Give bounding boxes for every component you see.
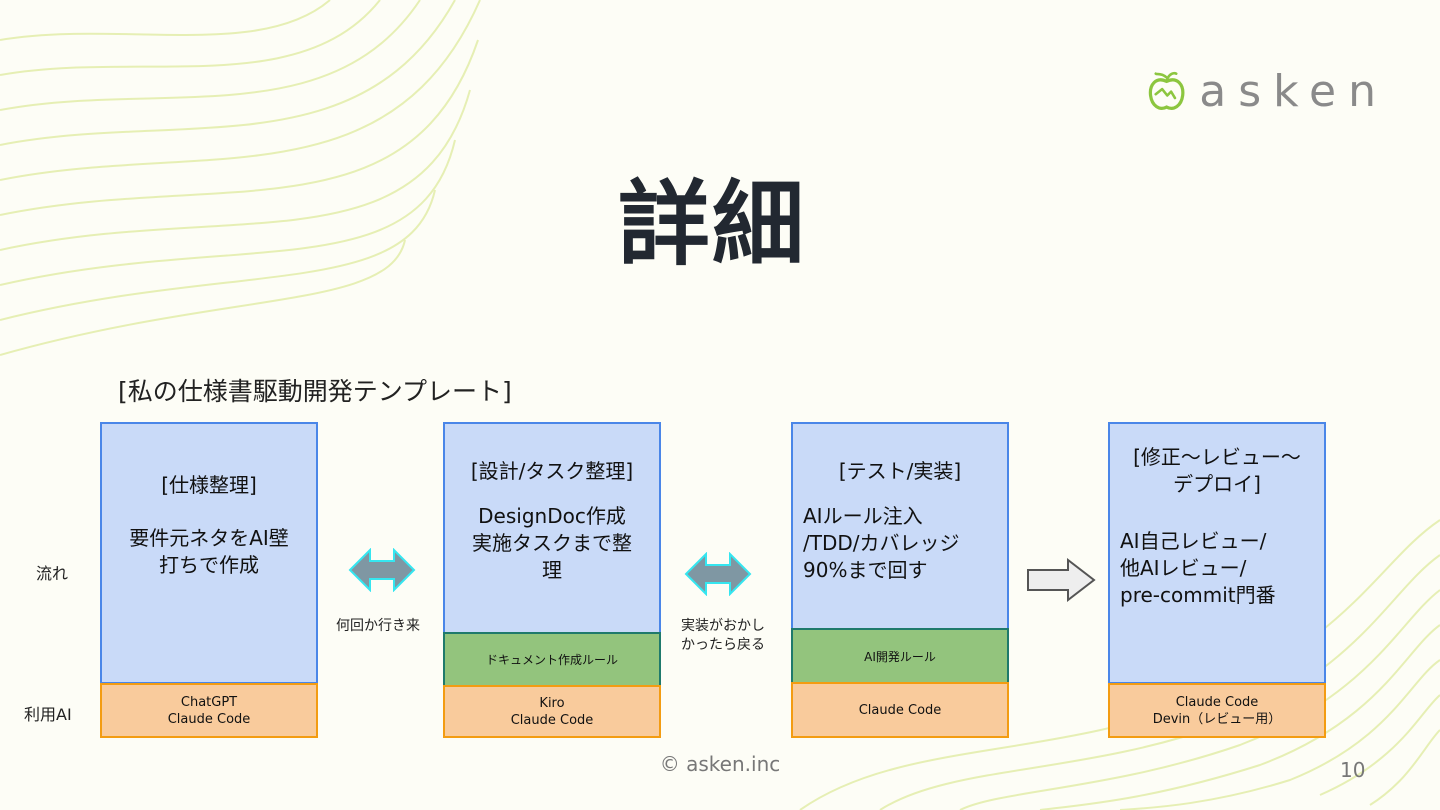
rule-box: ドキュメント作成ルール bbox=[443, 632, 661, 687]
template-subtitle: [私の仕様書駆動開発テンプレート] bbox=[118, 377, 512, 406]
ai-tools-box: ChatGPT Claude Code bbox=[100, 683, 318, 738]
rule-box: AI開発ルール bbox=[791, 628, 1009, 684]
row-label-ai: 利用AI bbox=[24, 705, 72, 724]
stage-heading: [テスト/実装] bbox=[838, 459, 962, 483]
stage-description: AIルール注入 /TDD/カバレッジ 90%まで回す bbox=[803, 504, 960, 582]
slide-title: 詳細 bbox=[617, 171, 806, 278]
stage-heading: [仕様整理] bbox=[161, 473, 257, 497]
ai-tool: Devin（レビュー用） bbox=[1152, 711, 1282, 727]
flow-box: [修正～レビュー～ デプロイ] AI自己レビュー/ 他AIレビュー/ pre-c… bbox=[1108, 422, 1326, 684]
ai-tool: Claude Code bbox=[167, 711, 251, 727]
ai-tool: Claude Code bbox=[510, 712, 594, 728]
ai-tool: Claude Code bbox=[1175, 694, 1259, 710]
brand-name: asken bbox=[1199, 65, 1388, 117]
ai-tools-box: Kiro Claude Code bbox=[443, 685, 661, 738]
copyright-footer: © asken.inc bbox=[659, 752, 781, 776]
flow-box: [設計/タスク整理] DesignDoc作成 実施タスクまで整 理 bbox=[443, 422, 661, 634]
stage-heading: [設計/タスク整理] bbox=[470, 459, 634, 483]
double-arrow-icon bbox=[348, 548, 416, 592]
stage-description: AI自己レビュー/ 他AIレビュー/ pre-commit門番 bbox=[1120, 529, 1276, 607]
ai-tools-box: Claude Code Devin（レビュー用） bbox=[1108, 683, 1326, 738]
asken-logo: asken bbox=[1148, 58, 1388, 124]
ai-tools-box: Claude Code bbox=[791, 682, 1009, 738]
double-arrow-icon bbox=[684, 552, 752, 596]
stage-description: DesignDoc作成 実施タスクまで整 理 bbox=[472, 504, 632, 582]
flow-box: [仕様整理] 要件元ネタをAI壁 打ちで作成 bbox=[100, 422, 318, 684]
right-arrow-icon bbox=[1027, 558, 1096, 602]
stage-heading: [修正～レビュー～ デプロイ] bbox=[1133, 445, 1301, 496]
row-label-flow: 流れ bbox=[36, 564, 69, 583]
page-number: 10 bbox=[1340, 758, 1366, 782]
stage-description: 要件元ネタをAI壁 打ちで作成 bbox=[129, 526, 289, 577]
flow-box: [テスト/実装] AIルール注入 /TDD/カバレッジ 90%まで回す bbox=[791, 422, 1009, 630]
connector-note: 何回か行き来 bbox=[336, 618, 420, 634]
apple-logo-icon bbox=[1148, 71, 1185, 110]
ai-tool: Kiro bbox=[539, 695, 565, 711]
ai-tool: ChatGPT bbox=[180, 694, 238, 710]
connector-note: 実装がおかし かったら戻る bbox=[681, 618, 765, 653]
ai-tool: Claude Code bbox=[858, 702, 942, 718]
